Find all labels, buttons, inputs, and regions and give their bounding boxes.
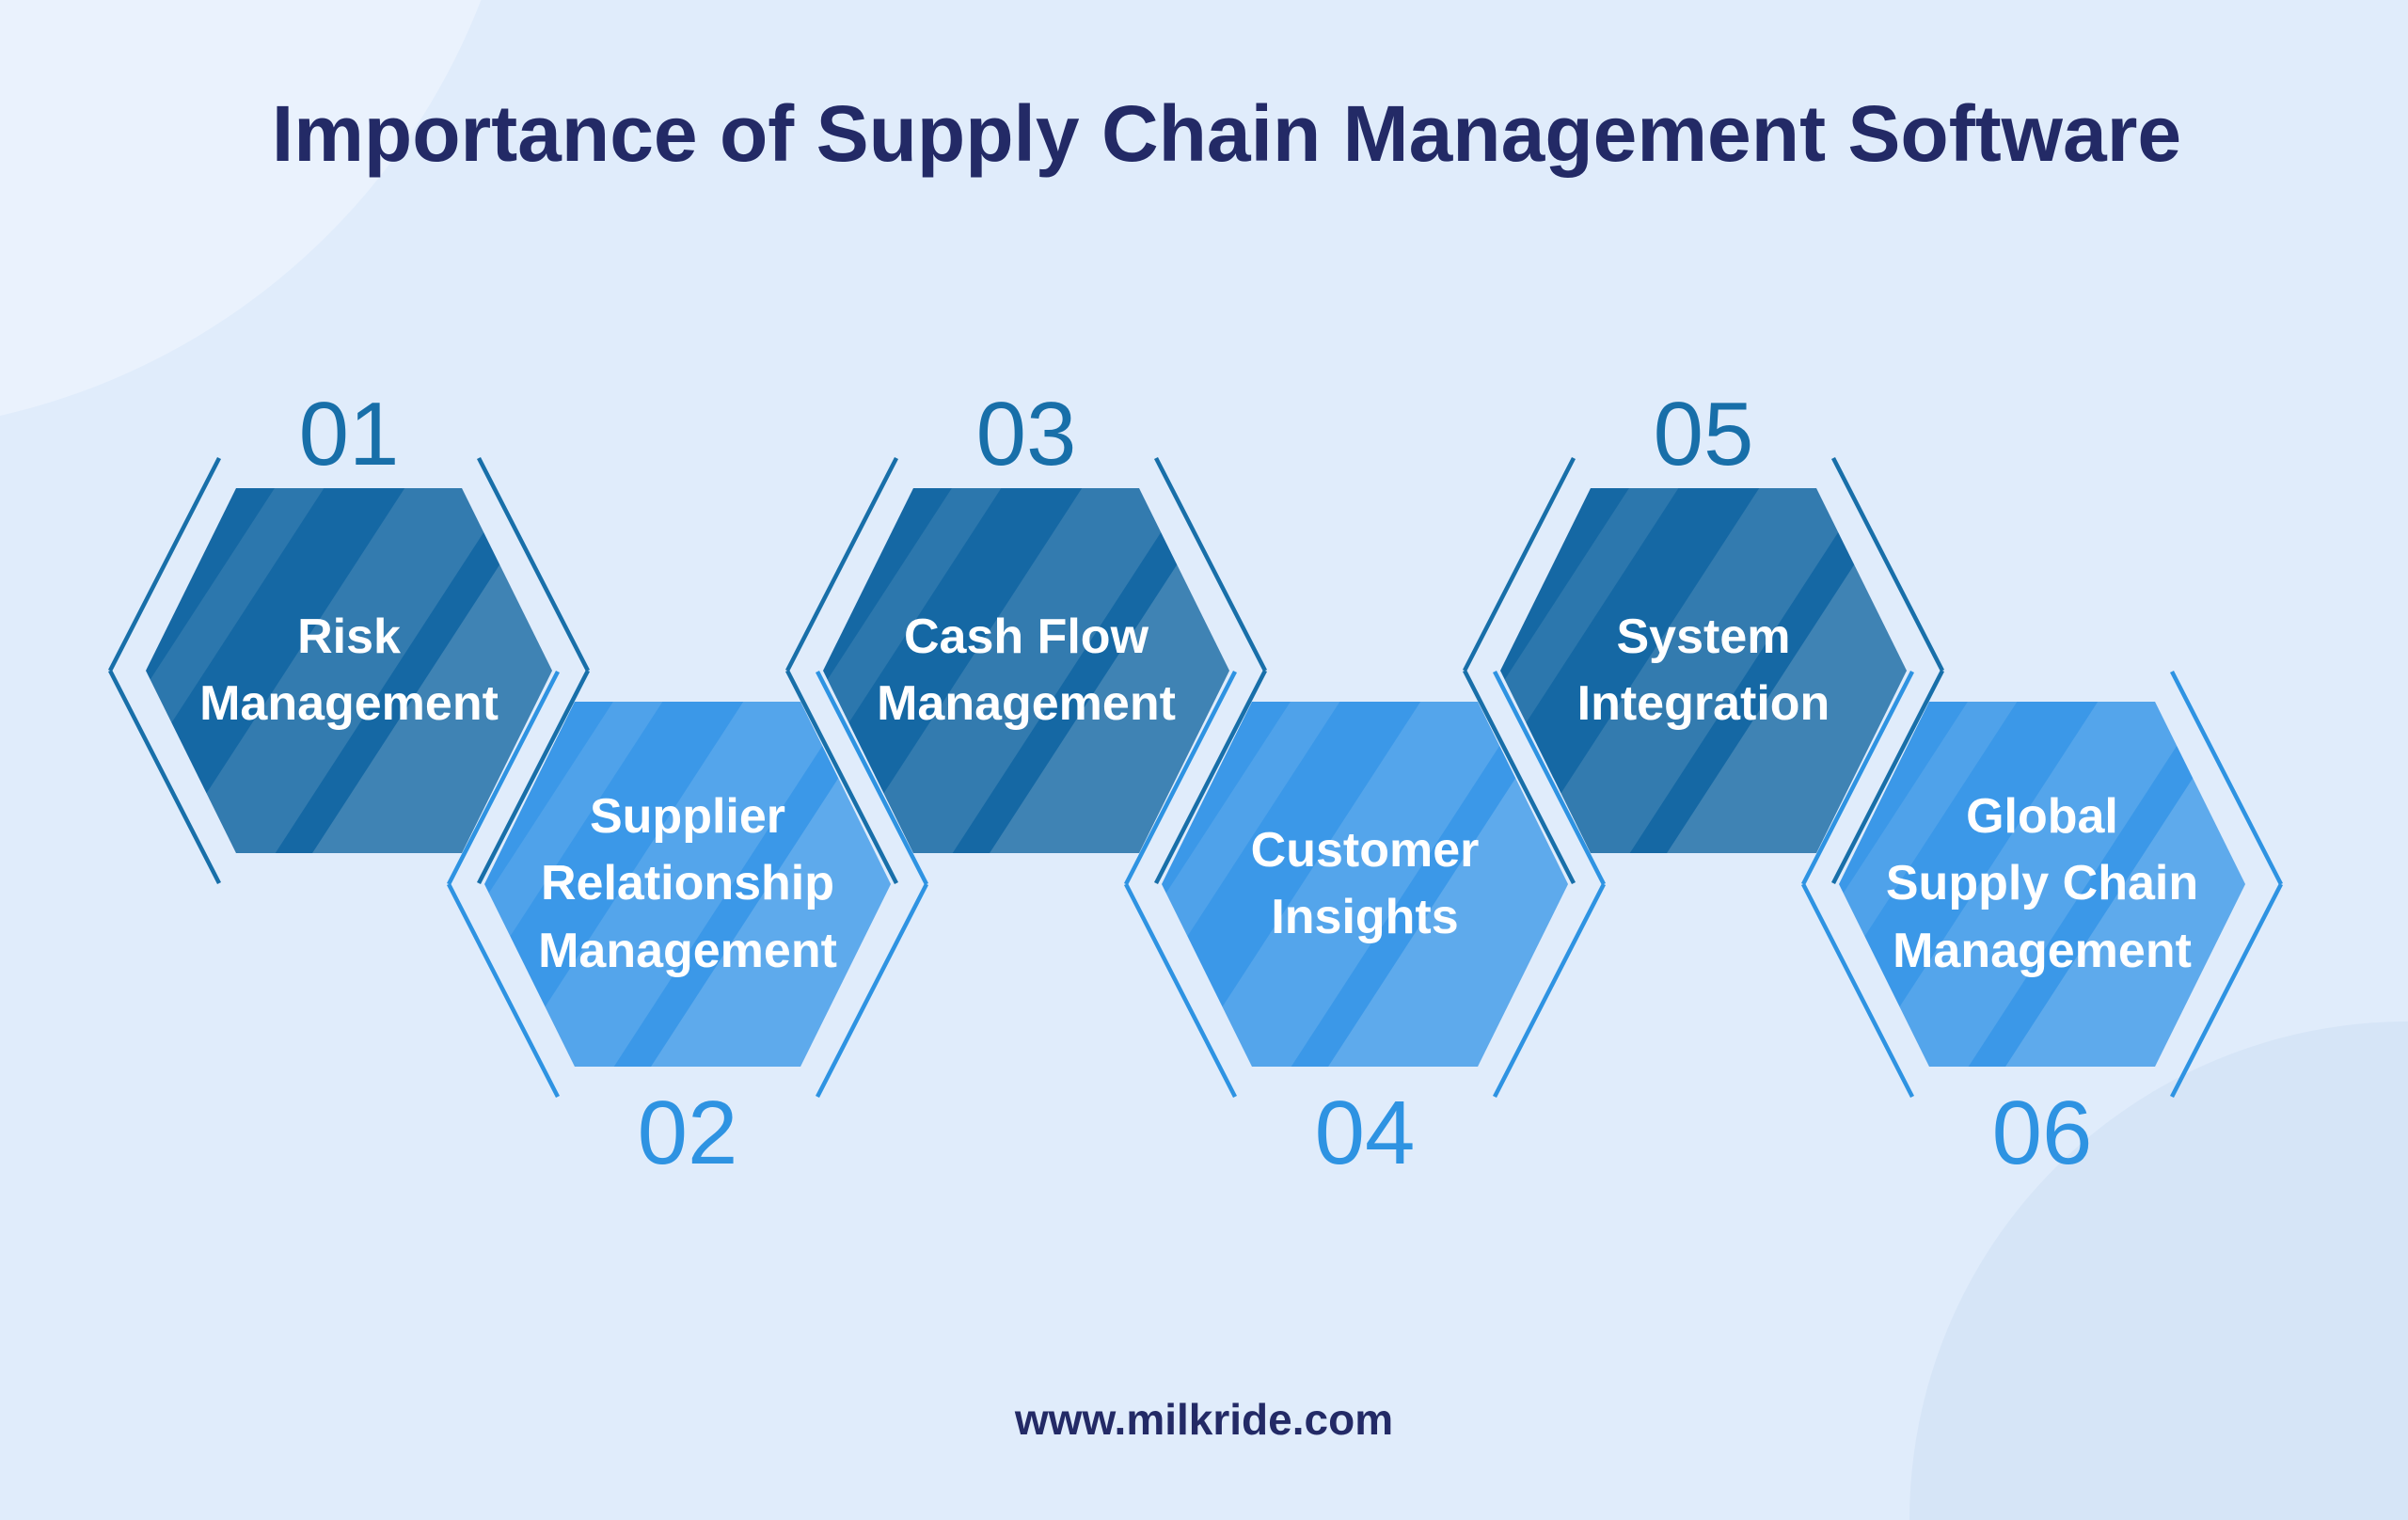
- hexagon-outline-segment-06: [2169, 670, 2284, 886]
- hexagon-shape-06: [1839, 702, 2245, 1067]
- hexagon-shine-stripe: [146, 488, 489, 853]
- hexagon-outline-segment-01: [107, 669, 222, 885]
- hexagon-05: [1500, 488, 1907, 853]
- hexagon-01: [146, 488, 552, 853]
- step-label-global-supply-chain-management: Global Supply Chain Management: [1885, 789, 2199, 978]
- hexagon-04: [1162, 702, 1568, 1067]
- step-label-cash-flow-management: Cash Flow Management: [877, 609, 1176, 731]
- hexagon-outline-segment-05: [1462, 669, 1576, 885]
- hexagon-outline-segment-03: [1153, 669, 1268, 885]
- step-number-06: 06: [1991, 1083, 2093, 1183]
- hexagon-shine-stripe: [1162, 702, 1505, 1067]
- hexagon-outline-segment-01: [476, 669, 591, 885]
- step-number-05: 05: [1653, 384, 1754, 484]
- step-label-system-integration: System Integration: [1576, 609, 1830, 731]
- hexagon-outline-segment-06: [1800, 670, 1915, 886]
- hexagon-outline-segment-02: [815, 882, 929, 1099]
- hexagon-02: [484, 702, 891, 1067]
- hexagon-outline-segment-01: [476, 456, 591, 673]
- hexagon-shine-stripe: [166, 488, 552, 853]
- hexagon-shine-stripe: [1839, 702, 2245, 1067]
- hexagon-shape-05: [1500, 488, 1907, 853]
- hexagon-03: [823, 488, 1229, 853]
- hexagon-shine-stripe: [484, 702, 891, 1067]
- step-number-02: 02: [637, 1083, 738, 1183]
- hexagon-shape-04: [1162, 702, 1568, 1067]
- hexagon-shine-stripe: [1859, 702, 2245, 1067]
- page-title: Importance of Supply Chain Management So…: [271, 89, 2182, 178]
- hexagon-shine-stripe: [1181, 702, 1568, 1067]
- step-number-03: 03: [975, 384, 1077, 484]
- hexagon-shine-stripe: [1500, 488, 1907, 853]
- hexagon-outline-segment-02: [446, 670, 561, 886]
- hexagon-outline-segment-04: [1492, 882, 1607, 1099]
- hexagon-shine-stripe: [146, 488, 552, 853]
- hexagon-outline-segment-05: [1830, 456, 1945, 673]
- hexagon-shape-02: [484, 702, 891, 1067]
- step-label-risk-management: Risk Management: [199, 609, 499, 731]
- hexagon-shine-stripe: [484, 702, 828, 1067]
- hexagon-shine-stripe: [504, 702, 891, 1067]
- step-number-01: 01: [298, 384, 400, 484]
- hexagon-06: [1839, 702, 2245, 1067]
- hexagon-outline-segment-01: [107, 456, 222, 673]
- hexagon-outline-segment-06: [1800, 882, 1915, 1099]
- hexagon-shine-stripe: [1520, 488, 1907, 853]
- hexagon-outline-segment-04: [1492, 670, 1607, 886]
- hexagon-outline-segment-05: [1830, 669, 1945, 885]
- hexagon-shape-03: [823, 488, 1229, 853]
- step-number-04: 04: [1314, 1083, 1416, 1183]
- website-url: www.milkride.com: [1014, 1395, 1394, 1444]
- step-label-supplier-relationship-management: Supplier Relationship Management: [538, 789, 837, 978]
- hexagon-shine-stripe: [1162, 702, 1568, 1067]
- hexagon-shine-stripe: [823, 488, 1166, 853]
- hexagon-outline-segment-03: [784, 456, 899, 673]
- hexagon-shine-stripe: [823, 488, 1229, 853]
- hexagon-outline-segment-04: [1123, 670, 1238, 886]
- hexagon-shine-stripe: [1839, 702, 2182, 1067]
- hexagon-shine-stripe: [843, 488, 1229, 853]
- hexagon-outline-segment-02: [446, 882, 561, 1099]
- hexagon-outline-segment-04: [1123, 882, 1238, 1099]
- hexagon-shine-stripe: [1500, 488, 1844, 853]
- step-label-customer-insights: Customer Insights: [1250, 822, 1480, 944]
- hexagon-outline-segment-06: [2169, 882, 2284, 1099]
- hexagon-outline-segment-02: [815, 670, 929, 886]
- hexagon-outline-segment-05: [1462, 456, 1576, 673]
- hexagon-shape-01: [146, 488, 552, 853]
- hexagon-outline-segment-03: [1153, 456, 1268, 673]
- hexagon-outline-segment-03: [784, 669, 899, 885]
